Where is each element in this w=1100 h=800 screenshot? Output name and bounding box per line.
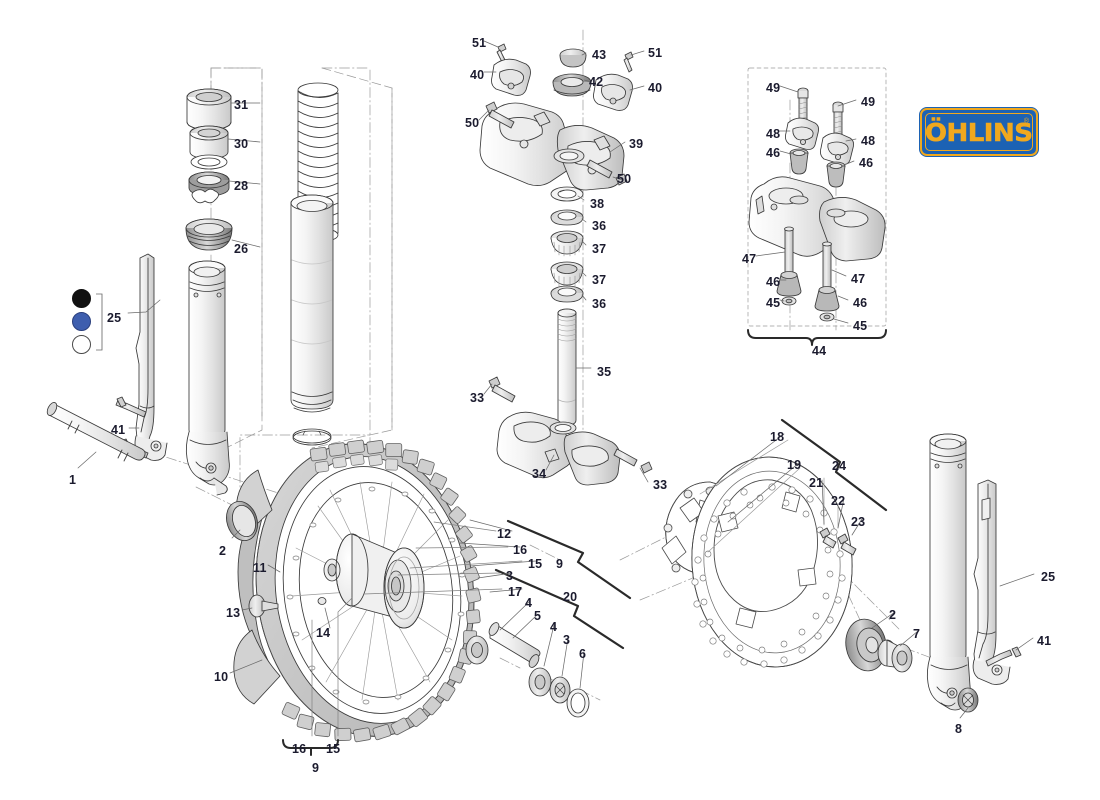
callout-number-46[interactable]: 46: [766, 275, 781, 289]
callout-number-26[interactable]: 26: [234, 242, 249, 256]
callout-number-3[interactable]: 3: [563, 633, 571, 647]
callout-number-4[interactable]: 4: [550, 620, 558, 634]
callout-number-38[interactable]: 38: [590, 197, 605, 211]
callout-number-17[interactable]: 17: [508, 585, 523, 599]
callout-number-33[interactable]: 33: [470, 391, 485, 405]
callout-number-47[interactable]: 47: [851, 272, 866, 286]
callout-number-51[interactable]: 51: [472, 36, 487, 50]
callout-number-51[interactable]: 51: [648, 46, 663, 60]
callout-number-33[interactable]: 33: [653, 478, 668, 492]
callout-number-47[interactable]: 47: [742, 252, 757, 266]
callout-number-40[interactable]: 40: [470, 68, 485, 82]
callout-number-2[interactable]: 2: [889, 608, 897, 622]
callout-number-25[interactable]: 25: [107, 311, 122, 325]
callout-number-9[interactable]: 9: [312, 761, 320, 775]
callout-number-49[interactable]: 49: [766, 81, 781, 95]
callout-number-11[interactable]: 11: [253, 561, 267, 575]
ohlins-logo: ÖHLINS ®: [920, 108, 1038, 156]
callout-number-34[interactable]: 34: [532, 467, 547, 481]
callout-number-21[interactable]: 21: [809, 476, 824, 490]
callout-number-10[interactable]: 10: [214, 670, 229, 684]
callout-number-43[interactable]: 43: [592, 48, 607, 62]
callout-number-30[interactable]: 30: [234, 137, 249, 151]
callout-number-4[interactable]: 4: [525, 596, 533, 610]
callout-number-46[interactable]: 46: [853, 296, 868, 310]
logo-inner-frame: ÖHLINS: [925, 113, 1034, 151]
color-swatch-blue[interactable]: [72, 312, 91, 331]
registered-trademark-symbol: ®: [1023, 118, 1029, 125]
callout-number-3[interactable]: 3: [506, 569, 514, 583]
callout-number-23[interactable]: 23: [851, 515, 866, 529]
callout-number-18[interactable]: 18: [770, 430, 785, 444]
callout-number-42[interactable]: 42: [589, 75, 604, 89]
callout-number-22[interactable]: 22: [831, 494, 846, 508]
callout-number-5[interactable]: 5: [534, 609, 542, 623]
callout-number-14[interactable]: 14: [316, 626, 331, 640]
callout-number-1[interactable]: 1: [69, 473, 77, 487]
callout-number-28[interactable]: 28: [234, 179, 249, 193]
callout-number-25[interactable]: 25: [1041, 570, 1056, 584]
callout-number-44[interactable]: 44: [812, 344, 827, 358]
callout-number-24[interactable]: 24: [832, 459, 847, 473]
callout-number-12[interactable]: 12: [497, 527, 512, 541]
callout-number-15[interactable]: 15: [326, 742, 341, 756]
callout-number-46[interactable]: 46: [859, 156, 874, 170]
callout-number-16[interactable]: 16: [513, 543, 528, 557]
callout-number-7[interactable]: 7: [913, 627, 921, 641]
callout-number-9[interactable]: 9: [556, 557, 564, 571]
callout-number-41[interactable]: 41: [111, 423, 126, 437]
callout-number-8[interactable]: 8: [955, 722, 963, 736]
logo-wordmark: ÖHLINS: [925, 117, 1034, 147]
color-swatch-white[interactable]: [72, 335, 91, 354]
callout-number-2[interactable]: 2: [219, 544, 227, 558]
callout-number-16[interactable]: 16: [292, 742, 307, 756]
callout-number-48[interactable]: 48: [766, 127, 781, 141]
callout-number-37[interactable]: 37: [592, 242, 607, 256]
callout-number-37[interactable]: 37: [592, 273, 607, 287]
callout-number-46[interactable]: 46: [766, 146, 781, 160]
callout-number-6[interactable]: 6: [579, 647, 587, 661]
callout-number-36[interactable]: 36: [592, 219, 607, 233]
callout-number-39[interactable]: 39: [629, 137, 644, 151]
color-swatch-black[interactable]: [72, 289, 91, 308]
callout-number-50[interactable]: 50: [465, 116, 480, 130]
callout-number-36[interactable]: 36: [592, 297, 607, 311]
callout-number-45[interactable]: 45: [853, 319, 868, 333]
callout-number-31[interactable]: 31: [234, 98, 249, 112]
callout-number-13[interactable]: 13: [226, 606, 241, 620]
callout-number-19[interactable]: 19: [787, 458, 802, 472]
callout-number-45[interactable]: 45: [766, 296, 781, 310]
callout-number-41[interactable]: 41: [1037, 634, 1052, 648]
callout-number-48[interactable]: 48: [861, 134, 876, 148]
callout-number-20[interactable]: 20: [563, 590, 578, 604]
callout-number-35[interactable]: 35: [597, 365, 612, 379]
callout-number-50[interactable]: 50: [617, 172, 632, 186]
callout-number-49[interactable]: 49: [861, 95, 876, 109]
callout-number-15[interactable]: 15: [528, 557, 543, 571]
callout-number-40[interactable]: 40: [648, 81, 663, 95]
